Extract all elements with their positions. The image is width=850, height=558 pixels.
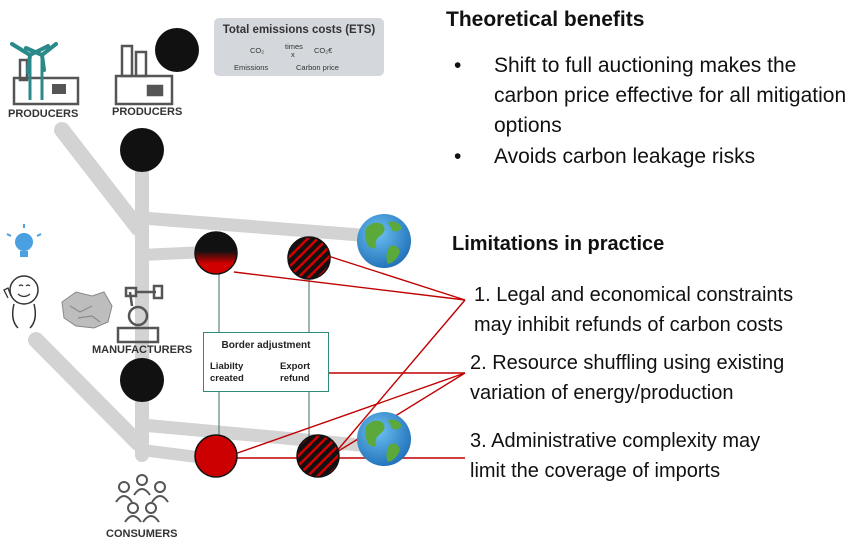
ets-title: Total emissions costs (ETS) (222, 24, 376, 36)
consumers-icon (115, 474, 169, 523)
export-line1: Export (280, 361, 311, 372)
benefits-heading: Theoretical benefits (446, 8, 645, 31)
metal-scrap-icon (61, 291, 113, 329)
liability-line2: created (210, 373, 244, 384)
border-adjustment-box: Border adjustment Liabilty created Expor… (203, 332, 329, 392)
benefit-item-2: • Avoids carbon leakage risks (454, 142, 850, 172)
node-consumer-liability (194, 434, 238, 478)
limitation-lines (228, 254, 466, 459)
node-export-hatched (287, 236, 331, 280)
label-producers-left: PRODUCERS (8, 108, 79, 120)
label-manufacturers: MANUFACTURERS (92, 344, 193, 356)
node-manufacturer-liability (194, 231, 238, 275)
benefit-text-2: Avoids carbon leakage risks (494, 145, 756, 168)
emissions-label: Emissions (234, 63, 269, 72)
export-refund-label: Export refund (280, 361, 310, 385)
factory-icon (114, 44, 174, 106)
label-producers-right: PRODUCERS (112, 106, 183, 118)
bullet-dot: • (454, 54, 462, 77)
liability-created-label: Liabilty created (210, 361, 244, 385)
times-label: times (285, 42, 303, 51)
bullet-dot: • (454, 145, 462, 168)
benefit-text-1: Shift to full auctioning makes the carbo… (494, 54, 847, 137)
limitation-1-line2: may inhibit refunds of carbon costs (474, 314, 784, 336)
border-adjustment-title: Border adjustment (221, 340, 311, 351)
liability-line1: Liabilty (210, 361, 244, 372)
node-import-hatched (296, 434, 340, 478)
co2-label-right: CO₂€ (314, 46, 333, 55)
ets-cost-box: Total emissions costs (ETS) CO₂ times x … (214, 18, 384, 76)
limitation-1-line1: 1. Legal and economical constraints (474, 284, 794, 306)
node-manufacturer (120, 358, 164, 402)
multiply-sign: x (291, 50, 295, 59)
limitation-3-line1: 3. Administrative complexity may (470, 430, 761, 452)
co2-label-left: CO₂ (250, 46, 265, 55)
limitation-2-line2: variation of energy/production (470, 382, 734, 404)
carbon-price-label: Carbon price (296, 63, 339, 72)
limitation-3-line2: limit the coverage of imports (470, 460, 721, 482)
robot-arm-icon (116, 284, 164, 344)
export-line2: refund (280, 373, 310, 384)
wind-factory-icon (10, 42, 80, 106)
node-producer-mid (120, 128, 164, 172)
flow-bands (28, 122, 367, 464)
node-producer-top (155, 28, 199, 72)
benefit-item-1: • Shift to full auctioning makes the car… (454, 51, 850, 141)
idea-person-icon (3, 224, 42, 329)
limitations-heading: Limitations in practice (452, 233, 665, 255)
limitation-2-line1: 2. Resource shuffling using existing (470, 352, 785, 374)
globe-icon-lower (357, 412, 411, 466)
globe-icon-upper (357, 214, 411, 268)
label-consumers: CONSUMERS (106, 528, 178, 540)
